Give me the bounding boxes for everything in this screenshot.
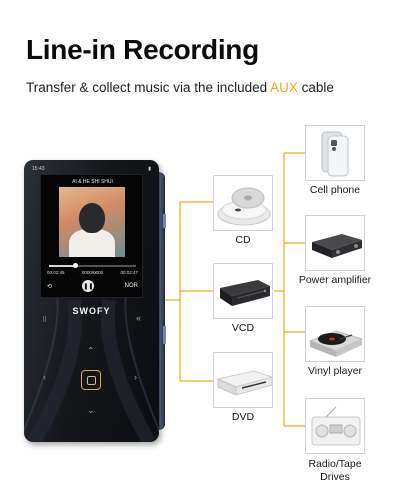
status-time: 15:43 [32,166,45,172]
progress-knob[interactable] [72,263,78,268]
track-counter: 0000/0000 [81,270,104,275]
pause-button[interactable]: ❚❚ [82,280,95,292]
vcd-player-icon [220,280,270,306]
card-cd [213,175,273,231]
label-dvd: DVD [231,411,255,423]
card-dvd [213,352,273,408]
album-art-figure-head [79,203,105,233]
mp3-player: 15:43 ▮ AI & HE SHI SHUI 00:02:45 0000/0… [24,160,159,442]
album-art-figure-body [69,229,115,257]
progress-fill [49,265,76,267]
repeat-icon[interactable]: ⟲ [47,283,53,290]
time-total: 00:02:47 [120,270,138,275]
card-radio-tape [305,398,365,454]
subtitle-accent-aux: AUX [270,80,298,95]
up-key-icon[interactable]: ⌄ [87,345,95,355]
page-title: Line-in Recording [26,34,259,65]
card-power-amplifier [305,215,365,271]
left-key-icon[interactable]: ‹ [43,372,46,382]
album-art [59,187,125,257]
subtitle-text-before: Transfer & collect music via the include… [26,80,271,95]
status-bar: 15:43 ▮ [32,166,151,172]
card-vinyl-player [305,306,365,362]
cd-player-icon [217,187,271,226]
label-radio-tape-line1: Radio/Tape [308,458,362,470]
label-vcd: VCD [231,322,255,334]
dvd-player-icon [216,370,272,396]
center-key[interactable] [81,370,101,390]
screen-controls: ⟲ ❚❚ NOR [47,279,138,293]
label-cd: CD [235,234,251,246]
card-vcd [213,263,273,319]
brand-logo: SWOFY [72,306,111,316]
time-elapsed: 00:02:45 [47,270,65,275]
label-cell-phone: Cell phone [309,184,361,196]
side-button-bottom[interactable] [163,326,166,344]
card-cell-phone [305,125,365,181]
subtitle-text-after: cable [297,80,334,95]
side-button-top[interactable] [163,214,166,228]
page-subtitle: Transfer & collect music via the include… [26,80,334,95]
time-row: 00:02:45 0000/0000 00:02:47 [47,270,138,275]
vinyl-player-icon [308,330,364,357]
right-key-icon[interactable]: › [134,372,137,382]
pause-icon: ❚❚ [83,283,94,290]
menu-key-icon[interactable]: ⠿ [42,317,48,324]
track-name: AI & HE SHI SHUI [72,179,113,185]
battery-icon: ▮ [148,166,151,172]
radio-tape-icon [311,406,361,446]
rewind-key-icon[interactable]: « [136,313,142,323]
label-radio-tape-line2: Drives [320,471,350,483]
player-screen: AI & HE SHI SHUI 00:02:45 0000/0000 00:0… [40,174,143,298]
eq-mode: NOR [124,283,138,289]
down-key-icon[interactable]: ⌄ [87,405,95,415]
progress-track[interactable] [49,263,136,268]
label-vinyl-player: Vinyl player [307,365,363,377]
center-key-icon [86,375,96,385]
power-amplifier-icon [312,234,362,258]
player-side-edge [157,172,165,430]
cell-phone-icon [321,131,349,177]
label-power-amplifier: Power amplifier [298,274,372,286]
